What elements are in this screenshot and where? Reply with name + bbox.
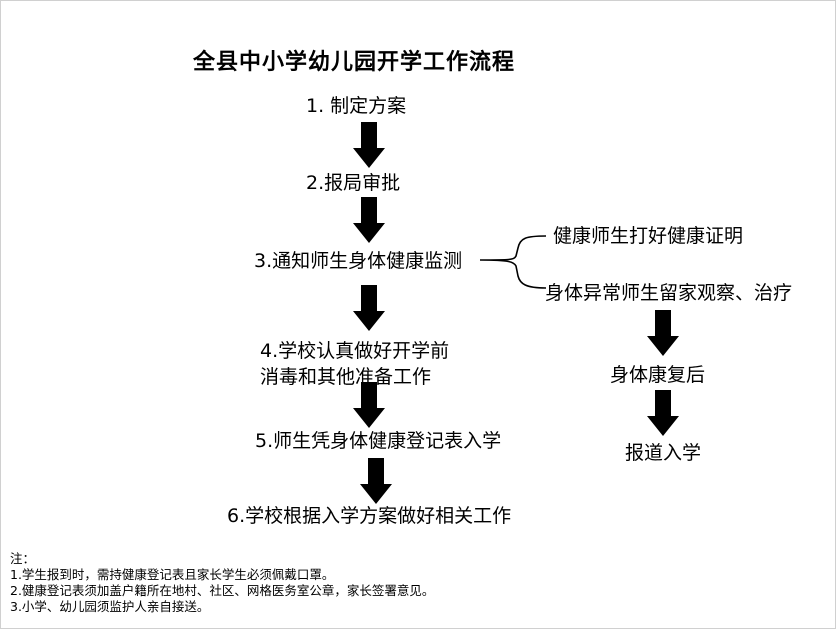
branch-healthy: 健康师生打好健康证明 bbox=[553, 225, 744, 247]
branch-report: 报道入学 bbox=[625, 442, 702, 464]
notes-heading: 注： bbox=[10, 551, 36, 566]
step-3-health-monitoring: 3.通知师生身体健康监测 bbox=[254, 250, 463, 272]
arrow-down-icon bbox=[353, 197, 385, 243]
diagram-title: 全县中小学幼儿园开学工作流程 bbox=[192, 49, 515, 75]
brace-connector bbox=[479, 235, 547, 289]
arrow-down-icon bbox=[647, 390, 679, 436]
arrow-down-icon bbox=[353, 285, 385, 331]
branch-recovered: 身体康复后 bbox=[610, 364, 706, 386]
arrow-down-icon bbox=[647, 310, 679, 356]
step-6-followup: 6.学校根据入学方案做好相关工作 bbox=[227, 505, 512, 527]
branch-abnormal: 身体异常师生留家观察、治疗 bbox=[545, 282, 793, 304]
step-5-enrollment: 5.师生凭身体健康登记表入学 bbox=[255, 430, 502, 452]
arrow-down-icon bbox=[360, 458, 392, 504]
note-item: 1.学生报到时，需持健康登记表且家长学生必须佩戴口罩。 bbox=[10, 567, 335, 582]
step-4-line-2: 消毒和其他准备工作 bbox=[260, 366, 432, 388]
note-item: 3.小学、幼儿园须监护人亲自接送。 bbox=[10, 599, 210, 614]
notes-section: 注： 1.学生报到时，需持健康登记表且家长学生必须佩戴口罩。 2.健康登记表须加… bbox=[10, 551, 434, 615]
arrow-down-icon bbox=[353, 382, 385, 428]
step-2-approval: 2.报局审批 bbox=[306, 172, 401, 194]
step-4-line-1: 4.学校认真做好开学前 bbox=[260, 340, 450, 362]
step-4-preparation: 4.学校认真做好开学前 消毒和其他准备工作 bbox=[260, 338, 449, 390]
note-item: 2.健康登记表须加盖户籍所在地村、社区、网格医务室公章，家长签署意见。 bbox=[10, 583, 435, 598]
step-1-plan: 1. 制定方案 bbox=[306, 95, 407, 117]
arrow-down-icon bbox=[353, 122, 385, 168]
